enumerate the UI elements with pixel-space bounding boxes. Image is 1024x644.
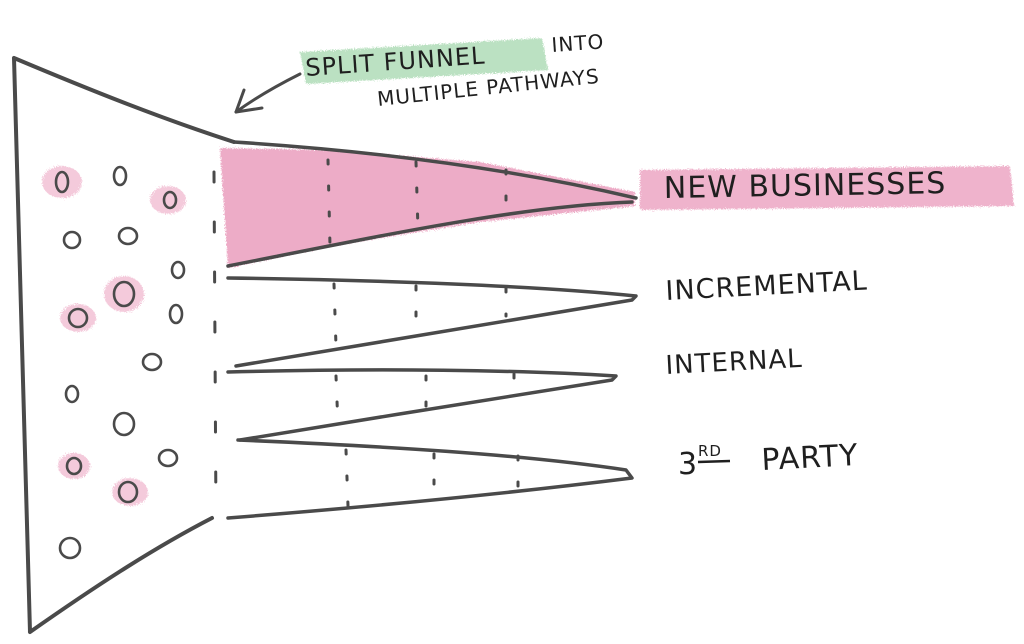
pathway-dividers xyxy=(326,158,520,508)
label-incremental: INCREMENTAL xyxy=(665,265,869,307)
label-internal: INTERNAL xyxy=(665,344,804,381)
arrow-icon xyxy=(234,72,302,114)
pathway-3rd-party xyxy=(226,438,634,520)
annotation-line1-rest: INTO xyxy=(551,29,605,57)
funnel-outline xyxy=(12,56,236,634)
pathway-new-businesses xyxy=(226,140,638,268)
label-3rd-party-number: 3 xyxy=(678,447,698,482)
split-line xyxy=(212,170,218,522)
label-3rd-party-word: PARTY xyxy=(761,438,860,478)
label-new-businesses: NEW BUSINESSES xyxy=(664,166,947,206)
pathway-incremental xyxy=(226,276,638,368)
annotation-highlight xyxy=(300,38,548,84)
label-3rd-party-underline xyxy=(697,459,731,464)
new-businesses-highlight xyxy=(640,166,1014,210)
funnel-items xyxy=(54,165,186,560)
new-businesses-pathway-fill xyxy=(220,148,635,268)
pathway-internal xyxy=(226,368,618,442)
label-3rd-party-suffix: RD xyxy=(698,442,722,460)
circle-highlights xyxy=(42,166,186,506)
